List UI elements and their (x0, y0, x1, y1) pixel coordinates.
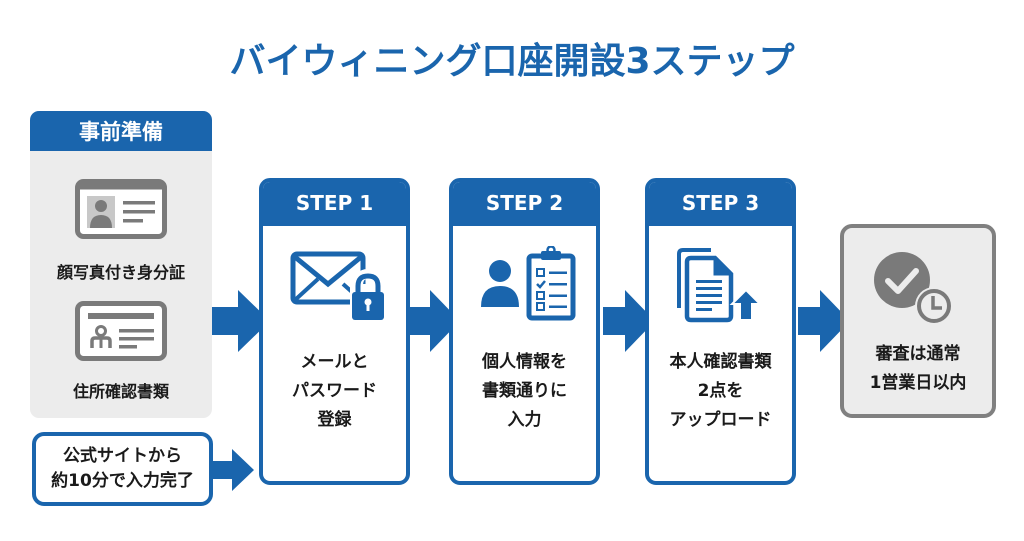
review-result-text: 審査は通常 1営業日以内 (844, 340, 992, 398)
step-1-line-2: パスワード (292, 381, 377, 401)
step-2-card: STEP 2 個人情報を 書類通りに 入力 (449, 178, 600, 485)
check-clock-icon (874, 252, 953, 325)
step-2-line-1: 個人情報を (482, 352, 567, 372)
person-checklist-icon (481, 246, 576, 321)
email-lock-icon (290, 251, 386, 320)
address-document-card-icon (75, 301, 167, 361)
step-1-line-1: メールと (300, 352, 369, 372)
step-3-line-3: アップロード (669, 410, 772, 430)
step-2-line-2: 書類通りに (482, 381, 567, 401)
step-2-line-3: 入力 (507, 410, 542, 430)
arrow-right-icon (212, 290, 270, 352)
note-line-1: 公式サイトから (63, 446, 182, 466)
photo-id-card-icon (75, 179, 167, 239)
step-3-description: 本人確認書類 2点を アップロード (649, 348, 792, 435)
input-time-note: 公式サイトから 約10分で入力完了 (32, 432, 213, 506)
address-document-label: 住所確認書類 (72, 382, 169, 401)
preparation-panel: 事前準備 顔写真付き身分証 住所確認書類 (30, 111, 212, 418)
arrow-right-icon (798, 290, 850, 352)
review-line-2: 1営業日以内 (869, 373, 967, 393)
step-1-header: STEP 1 (263, 182, 406, 226)
step-3-header: STEP 3 (649, 182, 792, 226)
review-line-1: 審査は通常 (875, 344, 961, 364)
preparation-heading: 事前準備 (30, 111, 212, 151)
step-1-line-3: 登録 (317, 410, 352, 430)
arrow-right-icon (603, 290, 655, 352)
step-1-card: STEP 1 メールと パスワード 登録 (259, 178, 410, 485)
step-3-line-1: 本人確認書類 (669, 352, 772, 372)
review-result-card: 審査は通常 1営業日以内 (840, 224, 996, 418)
photo-id-label: 顔写真付き身分証 (56, 263, 185, 282)
arrow-right-icon (408, 290, 460, 352)
step-1-description: メールと パスワード 登録 (263, 348, 406, 435)
step-3-card: STEP 3 本人確認書類 2点を アップロード (645, 178, 796, 485)
step-2-header: STEP 2 (453, 182, 596, 226)
documents-upload-icon (677, 248, 763, 323)
arrow-right-small-icon (212, 449, 254, 491)
step-2-description: 個人情報を 書類通りに 入力 (453, 348, 596, 435)
note-line-2: 約10分で入力完了 (51, 471, 194, 491)
page-title: バイウィニング口座開設3ステップ (229, 41, 795, 82)
step-3-line-2: 2点を (697, 381, 744, 401)
